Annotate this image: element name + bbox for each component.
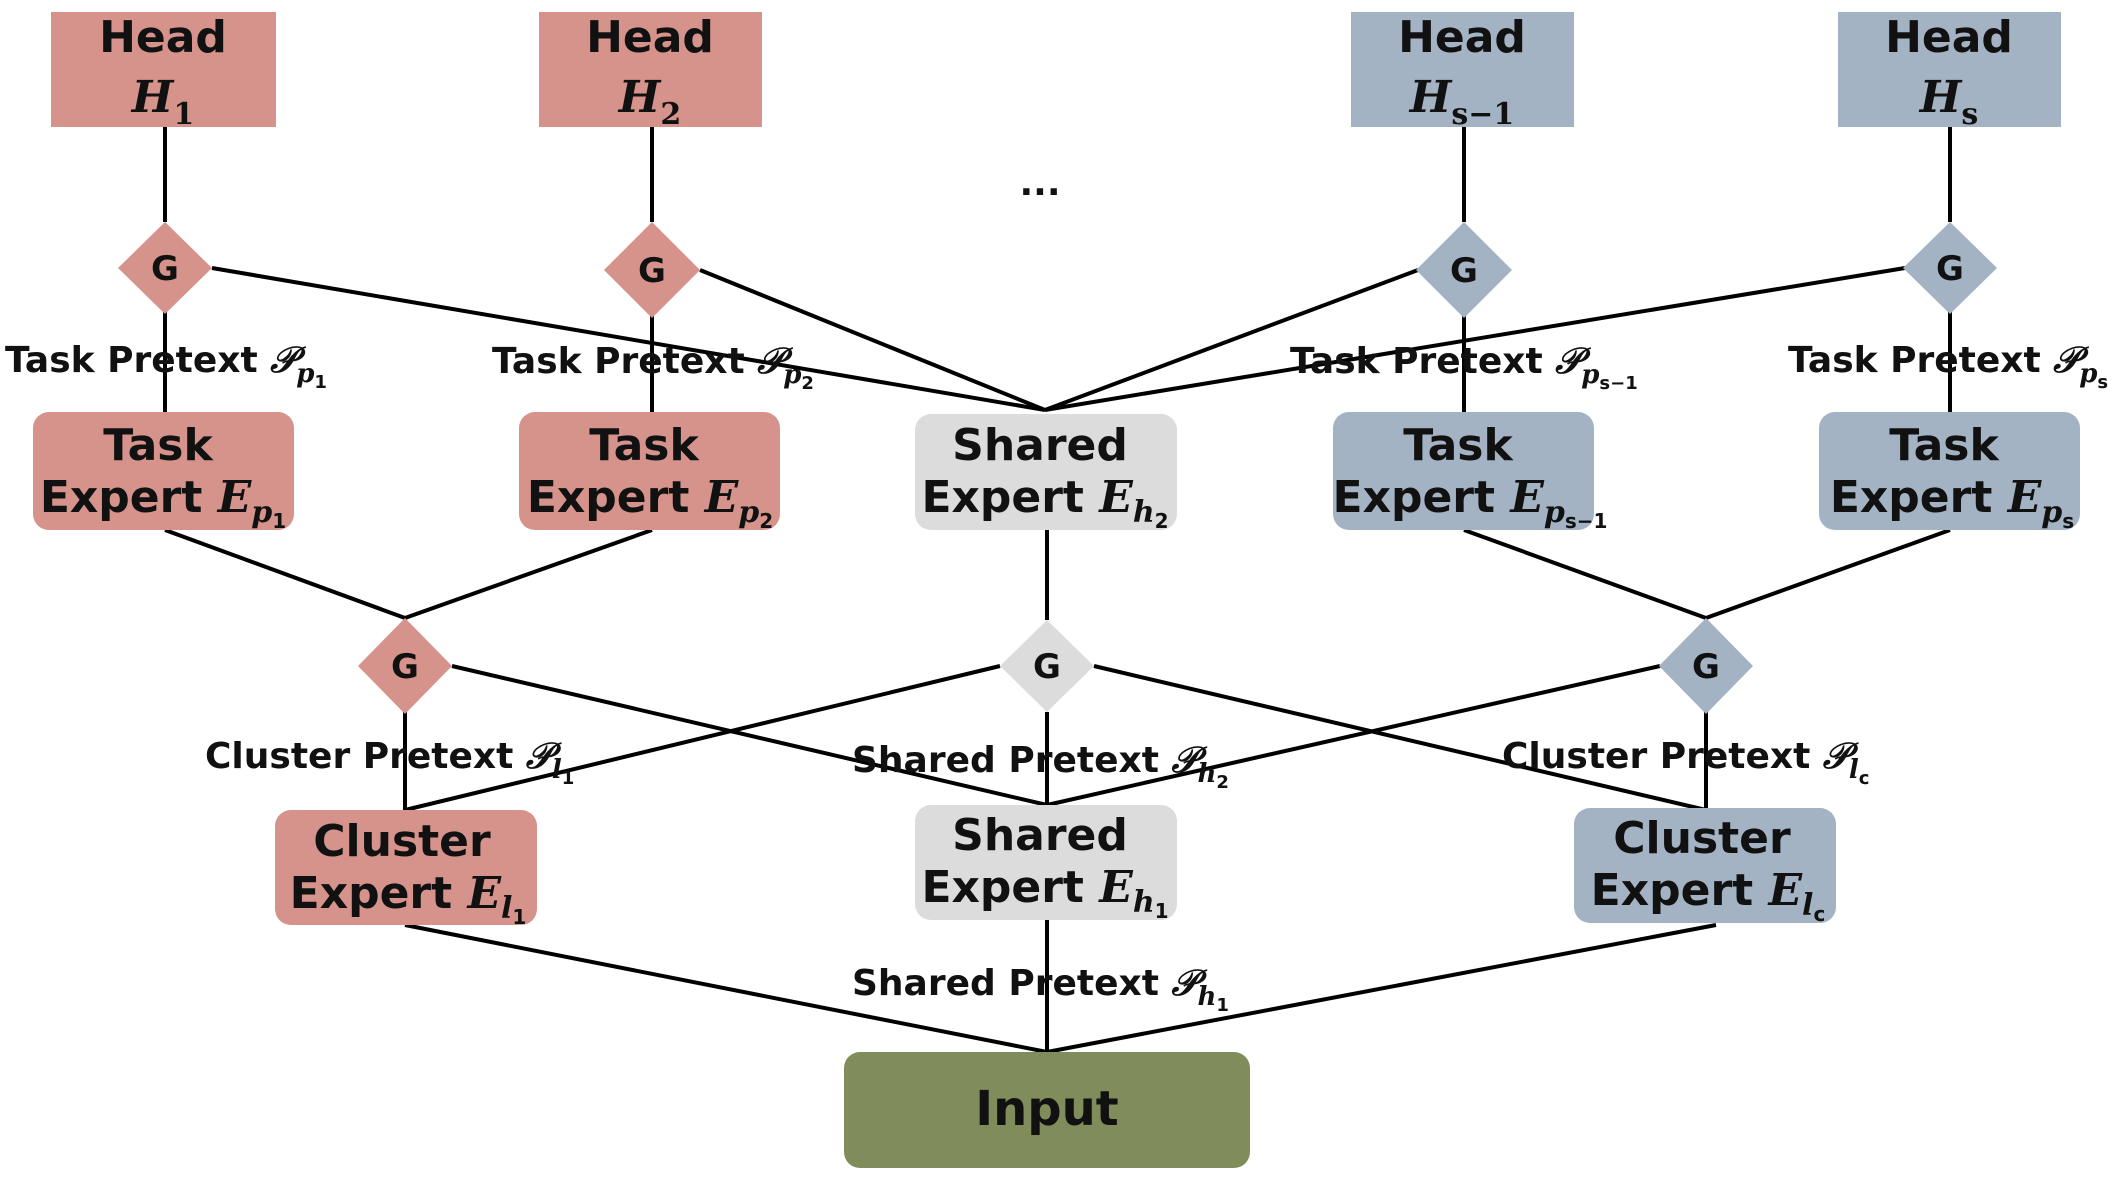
gate-cluster-c: G <box>1659 618 1753 714</box>
cluster-pretext-c: Cluster Pretext 𝒫lc <box>1502 735 1869 789</box>
edge-gater-shared1 <box>1046 664 1661 807</box>
task-expert-4-box <box>1819 412 2080 530</box>
gate-task-1-diamond <box>118 222 212 314</box>
task-expert-2-line2: Expert Ep2 <box>527 472 773 533</box>
head-3-symbol: Hs−1 <box>1408 72 1514 132</box>
ellipsis: ... <box>1019 163 1060 204</box>
shared-expert-1-line1: Shared <box>952 810 1128 861</box>
cluster-pretext-1: Cluster Pretext 𝒫l1 <box>205 735 574 789</box>
task-expert-1-line2: Expert Ep1 <box>40 472 286 533</box>
edge-task2-gatel <box>404 528 653 620</box>
input-box <box>844 1052 1250 1168</box>
head-1-title: Head <box>99 12 227 63</box>
input-node: Input <box>844 1052 1250 1168</box>
cluster-expert-c-box <box>1574 808 1836 923</box>
head-4-symbol: Hs <box>1918 72 1978 132</box>
cluster-expert-c-line1: Cluster <box>1613 813 1791 864</box>
head-2: Head H2 <box>539 12 762 132</box>
task-pretext-3: Task Pretext 𝒫ps−1 <box>1290 340 1638 394</box>
cluster-expert-1-line1: Cluster <box>313 816 491 867</box>
gate-task-4-label: G <box>1936 249 1964 289</box>
gate-shared-label: G <box>1033 647 1061 687</box>
gate-task-1-label: G <box>151 249 179 289</box>
shared-pretext-2: Shared Pretext 𝒫h2 <box>852 739 1229 793</box>
cluster-expert-c-line2: Expert Elc <box>1591 865 1826 926</box>
task-expert-4-line2: Expert Eps <box>1830 472 2074 533</box>
gate-cluster-c-label: G <box>1692 647 1720 687</box>
shared-expert-1-box <box>915 805 1177 920</box>
cluster-expert-1: Cluster Expert El1 <box>275 810 537 929</box>
task-pretext-2: Task Pretext 𝒫p2 <box>492 340 814 394</box>
task-expert-4: Task Expert Eps <box>1819 412 2080 533</box>
task-expert-2-box <box>519 412 780 530</box>
task-expert-3-box <box>1333 412 1594 530</box>
task-expert-1: Task Expert Ep1 <box>33 412 294 533</box>
edge-cluster1-input <box>404 923 1048 1054</box>
edge-gate2-shared2 <box>699 268 1046 412</box>
head-1-symbol: H1 <box>130 72 194 132</box>
task-expert-1-box <box>33 412 294 530</box>
gate-shared: G <box>1000 620 1094 712</box>
gate-task-4: G <box>1903 222 1997 314</box>
edge-gate4-shared2 <box>1044 266 1906 412</box>
head-4-title: Head <box>1885 12 2013 63</box>
cluster-expert-1-box <box>275 810 537 925</box>
edge-gate1-shared2 <box>211 266 1046 412</box>
shared-expert-2-line1: Shared <box>952 420 1128 471</box>
task-pretext-4: Task Pretext 𝒫ps <box>1788 339 2108 393</box>
head-1: Head H1 <box>51 12 276 132</box>
head-4: Head Hs <box>1838 12 2061 132</box>
shared-expert-2-box <box>915 414 1177 530</box>
gate-cluster-c-diamond <box>1659 618 1753 714</box>
gate-task-3-label: G <box>1450 251 1478 291</box>
task-expert-2-line1: Task <box>589 420 700 471</box>
shared-expert-2-line2: Expert Eh2 <box>921 472 1168 533</box>
head-3: Head Hs−1 <box>1351 12 1574 132</box>
gate-task-3-diamond <box>1416 222 1512 318</box>
task-expert-3-line1: Task <box>1403 420 1514 471</box>
gate-task-1: G <box>118 222 212 314</box>
task-expert-3: Task Expert Eps−1 <box>1333 412 1608 533</box>
gate-task-2-diamond <box>604 222 700 318</box>
gate-cluster-1: G <box>358 618 452 714</box>
head-2-symbol: H2 <box>617 72 681 132</box>
task-expert-1-line1: Task <box>103 420 214 471</box>
gate-shared-diamond <box>1000 620 1094 712</box>
head-3-box <box>1351 12 1574 127</box>
gate-task-3: G <box>1416 222 1512 318</box>
shared-pretext-1: Shared Pretext 𝒫h1 <box>852 962 1229 1016</box>
edge-gate3-shared2 <box>1044 268 1419 412</box>
edge-task4-gater <box>1705 528 1951 620</box>
task-expert-2: Task Expert Ep2 <box>519 412 780 533</box>
edge-clusterc-input <box>1046 923 1717 1054</box>
head-4-box <box>1838 12 2061 127</box>
edge-task1-gatel <box>164 528 406 620</box>
head-2-title: Head <box>586 12 714 63</box>
edges <box>163 127 1952 1054</box>
shared-expert-2: Shared Expert Eh2 <box>915 414 1177 533</box>
head-2-box <box>539 12 762 127</box>
gate-task-4-diamond <box>1903 222 1997 314</box>
shared-expert-1: Shared Expert Eh1 <box>915 805 1177 923</box>
edge-gatel-shared1 <box>451 664 1048 807</box>
gate-cluster-1-label: G <box>391 647 419 687</box>
gate-cluster-1-diamond <box>358 618 452 714</box>
gate-task-2: G <box>604 222 700 318</box>
shared-expert-1-line2: Expert Eh1 <box>921 862 1168 923</box>
input-label: Input <box>975 1081 1119 1137</box>
cluster-expert-c: Cluster Expert Elc <box>1574 808 1836 926</box>
task-expert-3-line2: Expert Eps−1 <box>1333 472 1608 533</box>
edge-gatem-clusterc <box>1093 664 1707 812</box>
head-1-box <box>51 12 276 127</box>
edge-gatem-cluster1 <box>404 664 1001 812</box>
task-pretext-1: Task Pretext 𝒫p1 <box>5 339 327 393</box>
head-3-title: Head <box>1398 12 1526 63</box>
cluster-expert-1-line2: Expert El1 <box>290 868 527 929</box>
task-expert-4-line1: Task <box>1889 420 2000 471</box>
edge-task3-gater <box>1463 528 1707 620</box>
gate-task-2-label: G <box>638 251 666 291</box>
